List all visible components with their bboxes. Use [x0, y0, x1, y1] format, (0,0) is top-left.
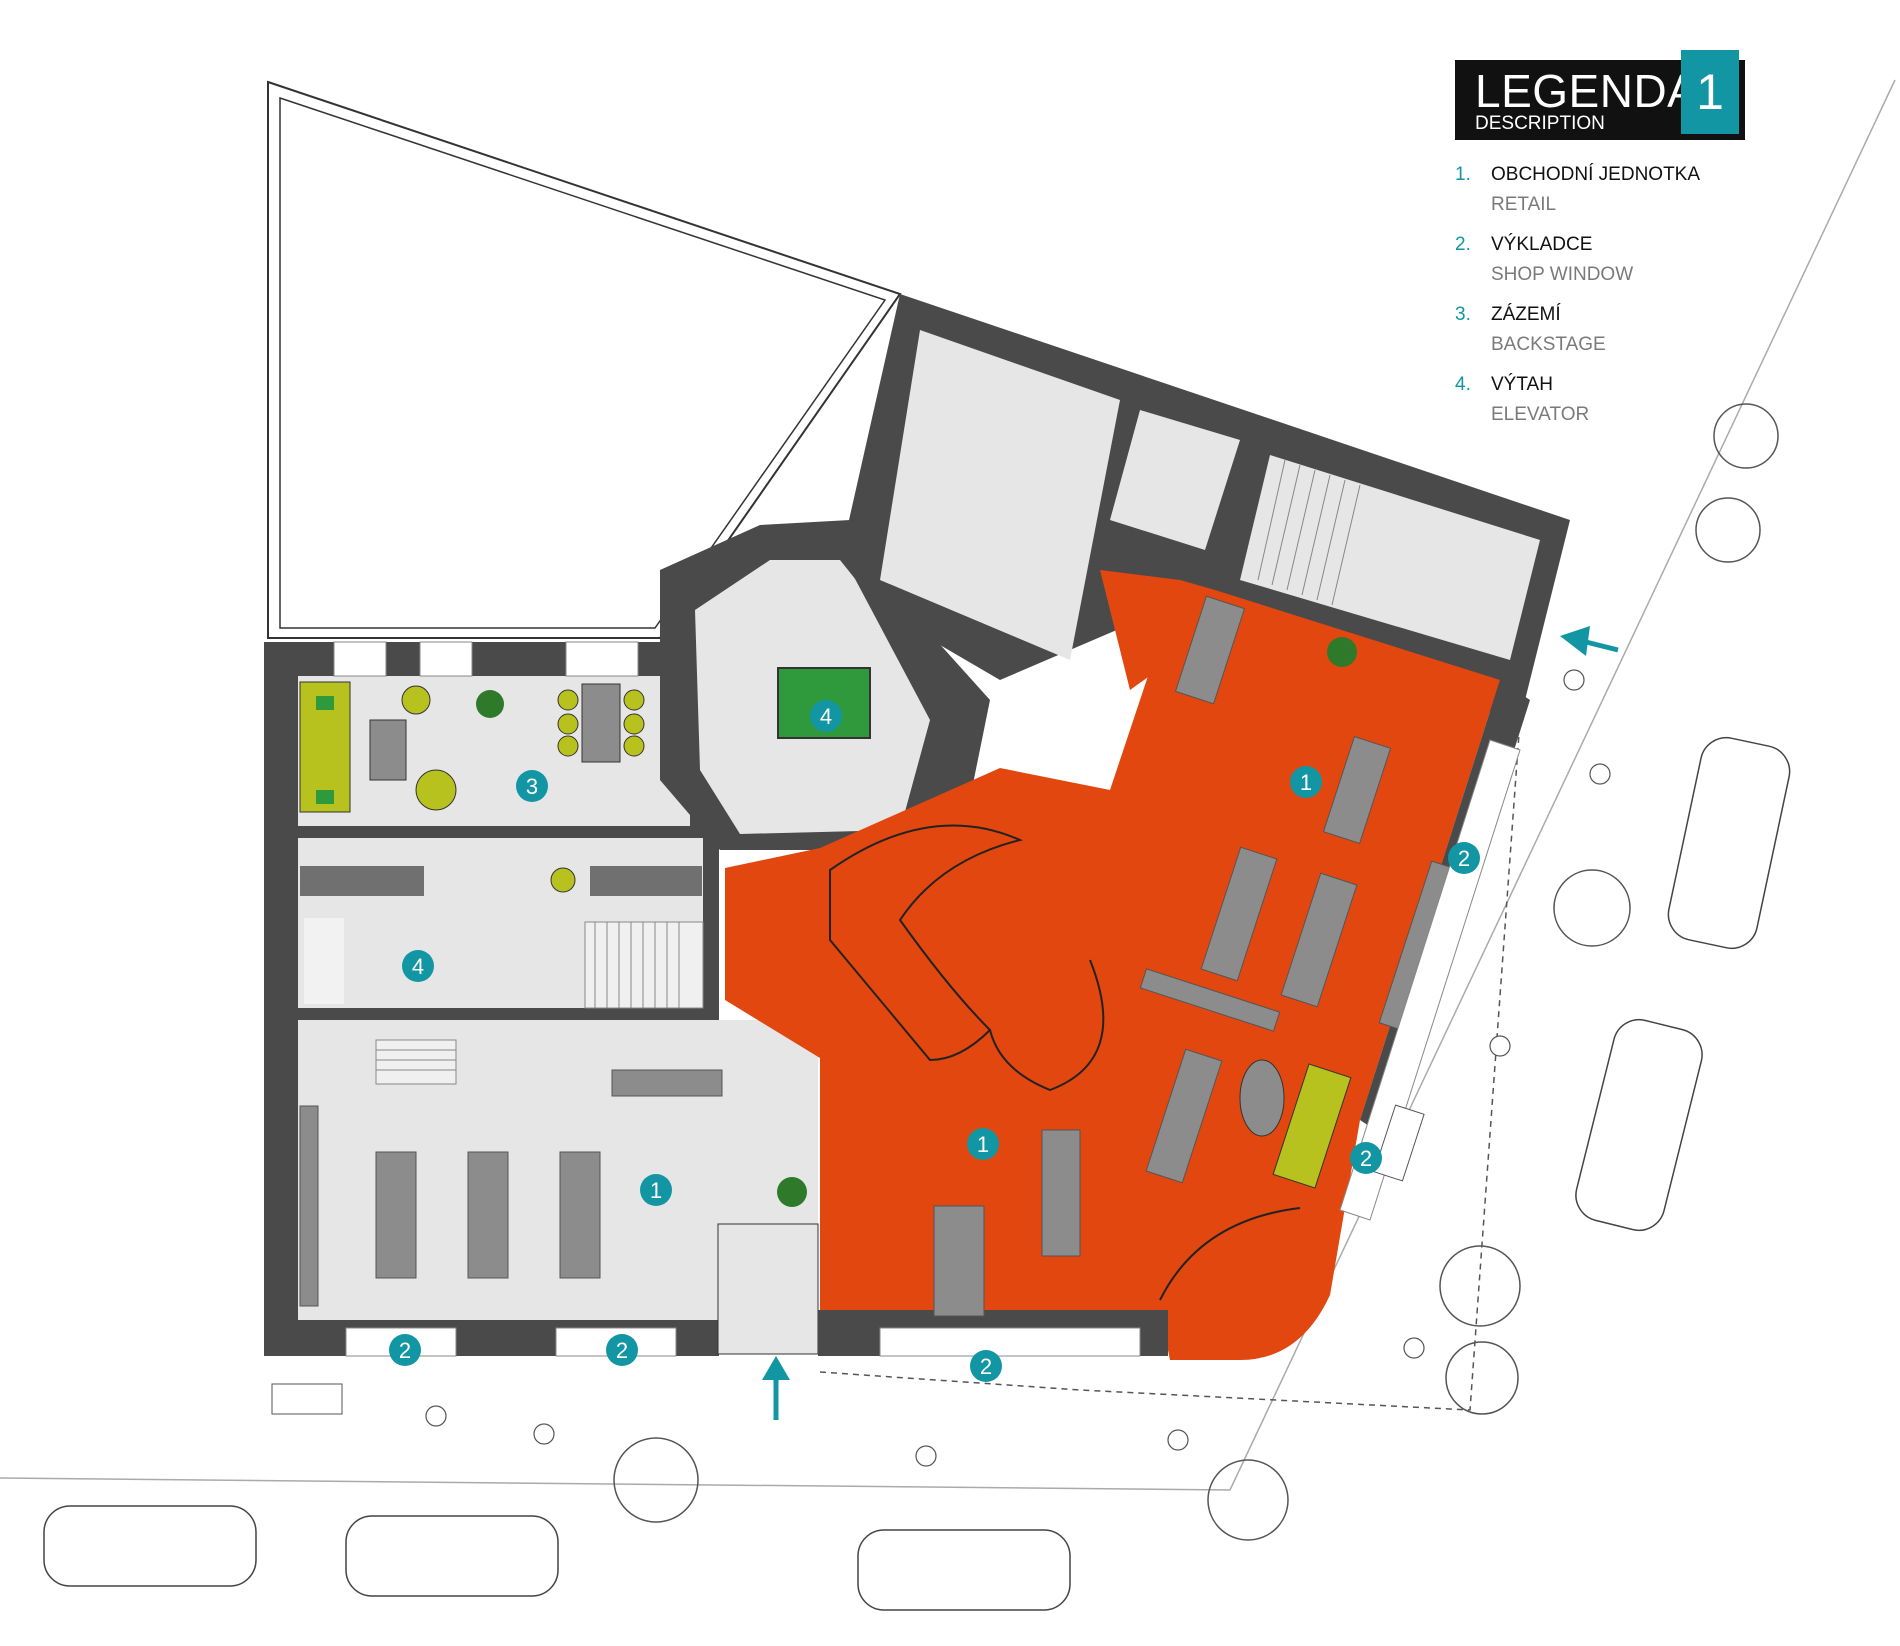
shop-window-bottom: [879, 1327, 1141, 1357]
shelving-units-left: [299, 1105, 601, 1307]
marker-shop-window: [1448, 842, 1480, 874]
legend-item: 3. ZÁZEMÍ BACKSTAGE: [1455, 300, 1745, 360]
retail-orange-upper: [1100, 570, 1200, 690]
entry-arrow-icon: [762, 1356, 790, 1420]
sofa-pillow: [316, 696, 334, 710]
marker-shop-window-label: 2: [1458, 846, 1470, 871]
entry-vestibule: [717, 1223, 819, 1355]
car-icons: [43, 736, 1791, 1611]
curved-partition: [989, 959, 1105, 1092]
legend-items: 1. OBCHODNÍ JEDNOTKA RETAIL 2. VÝKLADCE …: [1455, 160, 1745, 430]
street-line: [0, 79, 1896, 1491]
tree-icons: [613, 403, 1779, 1541]
marker-shop-window: [970, 1350, 1002, 1382]
marker-shop-window: [389, 1334, 421, 1366]
curved-shop-wall: [1159, 1207, 1301, 1301]
marker-shop-window-label: 2: [399, 1338, 411, 1363]
legend-item: 2. VÝKLADCE SHOP WINDOW: [1455, 230, 1745, 290]
legend-subtitle: DESCRIPTION: [1475, 113, 1605, 134]
wc-room: [304, 918, 344, 1004]
armchair: [415, 769, 457, 811]
pedestrian-icons: [425, 669, 1611, 1467]
kitchen-counter: [300, 866, 424, 896]
top-block-stairs: [1240, 455, 1540, 660]
marker-elevator-label: 4: [412, 954, 424, 979]
storage-counter: [590, 866, 702, 896]
counter-orange: [1174, 595, 1246, 705]
legend-item-czech: OBCHODNÍ JEDNOTKA: [1491, 164, 1701, 185]
marker-elevator: [810, 700, 842, 732]
sofa-pillow: [316, 790, 334, 804]
stairs-lower: [584, 921, 704, 1009]
legend-title: LEGENDA: [1475, 65, 1699, 117]
legend-item-english: RETAIL: [1491, 194, 1557, 215]
courtyard-inner-outline: [279, 96, 887, 629]
marker-shop-window-label: 2: [980, 1354, 992, 1379]
top-block-room-2: [1110, 410, 1240, 550]
checkout-counter-orange: [933, 1205, 985, 1317]
legend-item: 1. OBCHODNÍ JEDNOTKA RETAIL: [1455, 160, 1745, 220]
legend-item-number: 2.: [1455, 234, 1471, 255]
marker-elevator: [402, 950, 434, 982]
bench-icon: [1373, 1104, 1425, 1182]
armchair: [401, 685, 431, 715]
marker-retail: [1290, 766, 1322, 798]
legend-header: LEGENDA DESCRIPTION 1: [1455, 50, 1745, 140]
small-armchair: [550, 867, 576, 893]
legend-item-number: 1.: [1455, 164, 1471, 185]
round-table: [1239, 1059, 1285, 1137]
sidewalk-dashed-line: [819, 719, 1521, 1411]
marker-retail: [640, 1174, 672, 1206]
stairs-down: [375, 1039, 457, 1085]
legend-item-english: SHOP WINDOW: [1491, 264, 1634, 285]
entry-arrow-icon: [1560, 626, 1619, 656]
marker-shop-window-label: 2: [616, 1338, 628, 1363]
legend-item-czech: VÝTAH: [1491, 374, 1553, 395]
legend-number: 1: [1681, 50, 1739, 134]
marker-backstage: [516, 770, 548, 802]
legend-item: 4. VÝTAH ELEVATOR: [1455, 370, 1745, 430]
marker-shop-window-label: 2: [1360, 1146, 1372, 1171]
checkout-counter: [611, 1069, 723, 1097]
legend-item-number: 4.: [1455, 374, 1471, 395]
marker-backstage-label: 3: [526, 774, 538, 799]
marker-elevator-label: 4: [820, 704, 832, 729]
plant-icon: [1327, 637, 1357, 667]
marker-retail-label: 1: [650, 1178, 662, 1203]
legend-item-number: 3.: [1455, 304, 1471, 325]
top-windows: [333, 641, 639, 677]
top-stair-lines: [1257, 459, 1361, 606]
marker-retail-label: 1: [977, 1132, 989, 1157]
legend-item-english: BACKSTAGE: [1491, 334, 1606, 355]
dining-chairs: [557, 689, 645, 757]
marker-retail-label: 1: [1300, 770, 1312, 795]
bench-icon: [271, 1383, 343, 1415]
legend-item-czech: ZÁZEMÍ: [1491, 304, 1561, 325]
sofa-orange: [1272, 1063, 1352, 1189]
legend-item-czech: VÝKLADCE: [1491, 234, 1593, 255]
marker-shop-window: [606, 1334, 638, 1366]
shelving-units-orange: [1041, 735, 1452, 1257]
spiral-stairs: [829, 824, 1024, 1062]
plant-icon: [777, 1177, 807, 1207]
legend: LEGENDA DESCRIPTION 1 1. OBCHODNÍ JEDNOT…: [1455, 50, 1745, 440]
desk: [369, 719, 407, 781]
plant-icon: [476, 690, 504, 718]
dining-table: [581, 683, 621, 763]
marker-retail: [967, 1128, 999, 1160]
legend-item-english: ELEVATOR: [1491, 404, 1590, 425]
marker-shop-window: [1350, 1142, 1382, 1174]
top-block-room-1: [880, 330, 1120, 660]
